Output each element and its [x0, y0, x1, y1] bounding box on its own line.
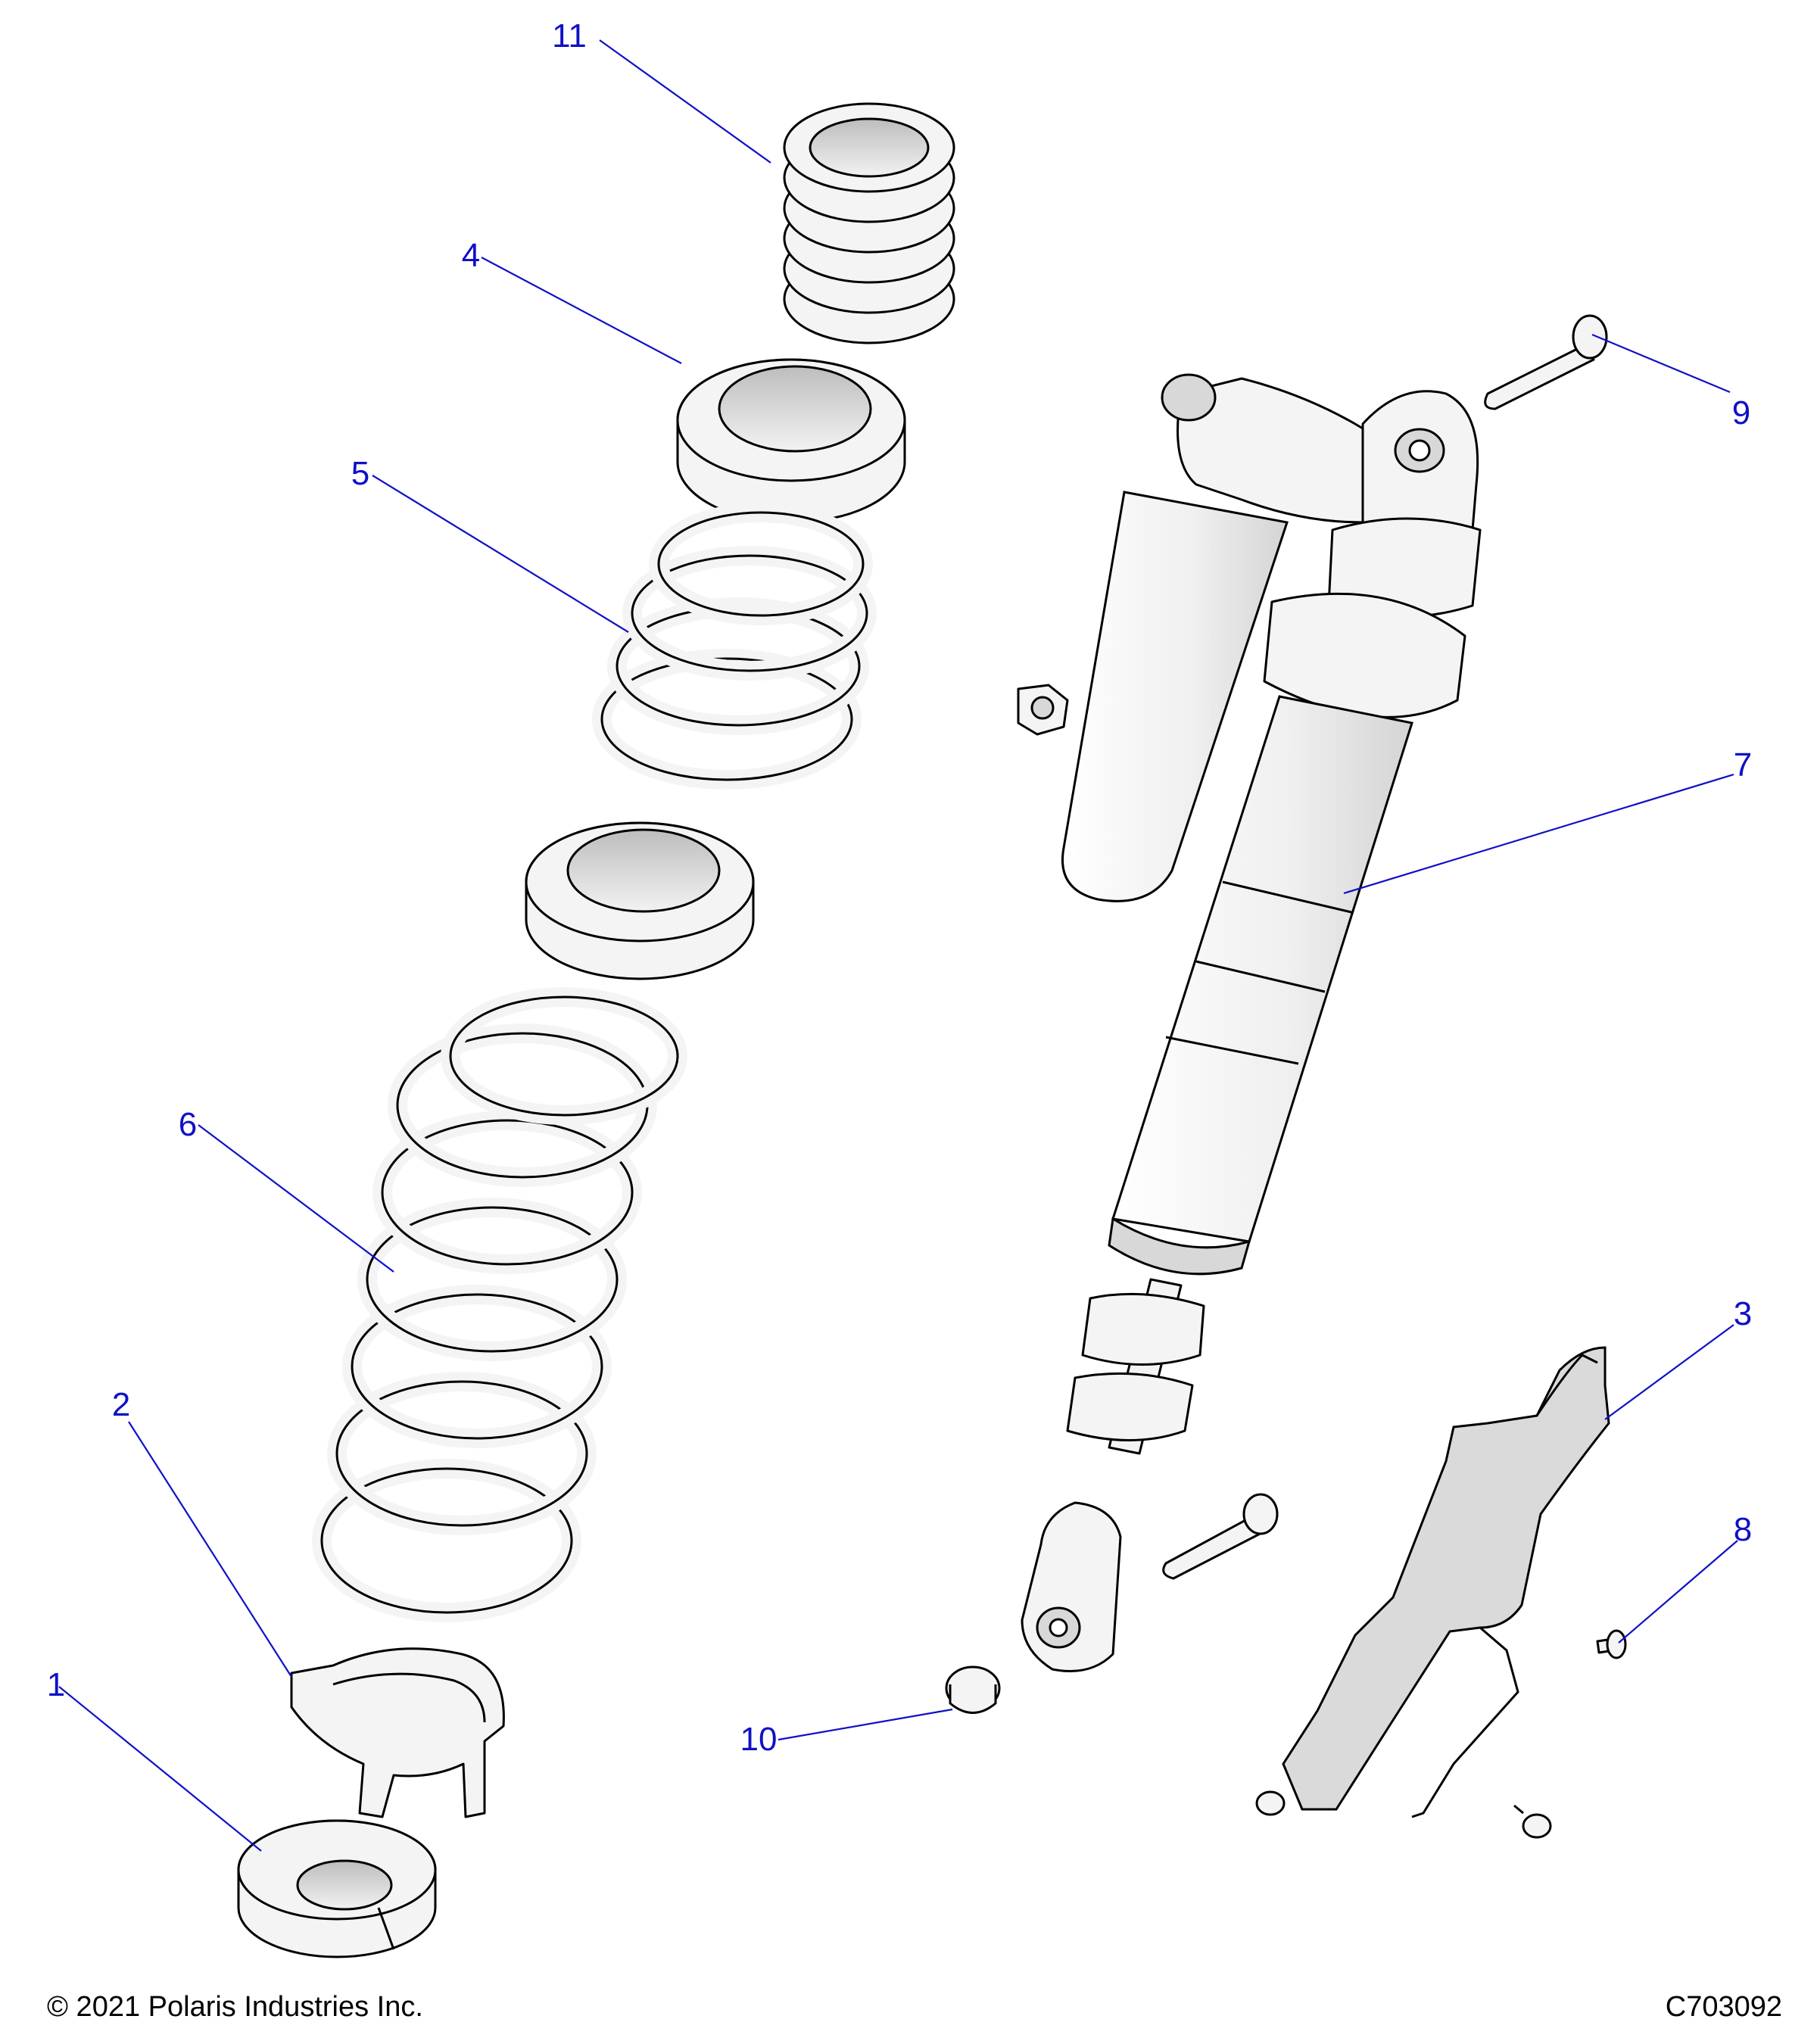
leader-8 [1618, 1540, 1738, 1644]
leader-5 [372, 475, 629, 633]
leader-2 [128, 1421, 292, 1678]
leader-6 [198, 1124, 394, 1273]
callout-1: 1 [47, 1666, 65, 1703]
callout-10: 10 [740, 1721, 778, 1758]
callout-labels: 11 4 5 6 2 1 7 9 3 8 10 [47, 17, 1752, 1758]
part-5-tender-spring [592, 503, 877, 790]
copyright-text: © 2021 Polaris Industries Inc. [47, 1991, 423, 2023]
part-11-bump-stop [783, 102, 955, 344]
callout-11: 11 [552, 17, 587, 55]
callout-2: 2 [112, 1386, 130, 1423]
part-10-flange-nut [945, 1665, 1001, 1714]
callout-4: 4 [462, 237, 480, 274]
part-4-spring-seat [676, 358, 906, 524]
part-1-slotted-collar [237, 1819, 437, 1958]
callout-6: 6 [179, 1106, 197, 1143]
part-7-shock-absorber [1021, 373, 1482, 1672]
leader-11 [599, 39, 771, 164]
lower-shock-bolt [1162, 1493, 1279, 1580]
leader-9 [1591, 333, 1731, 394]
callout-8: 8 [1734, 1511, 1752, 1548]
leader-10 [778, 1708, 953, 1741]
guard-screw-left [1255, 1790, 1286, 1816]
leader-3 [1604, 1324, 1734, 1420]
reservoir-nut [1017, 684, 1069, 736]
callout-7: 7 [1734, 746, 1752, 784]
part-2-retainer-clip [290, 1647, 505, 1818]
callout-5: 5 [351, 455, 369, 492]
callout-3: 3 [1734, 1295, 1752, 1332]
figure-id: C703092 [1665, 1991, 1782, 2023]
part-8-screw [1596, 1629, 1627, 1659]
guard-screw-right [1513, 1804, 1552, 1839]
part-3-shock-guard [1282, 1346, 1610, 1818]
leader-4 [481, 257, 682, 364]
crossover-spring-seat [525, 821, 755, 980]
leader-1 [58, 1686, 262, 1852]
callout-9: 9 [1732, 394, 1750, 432]
leader-7 [1343, 773, 1734, 895]
leader-lines [58, 39, 1738, 1852]
part-9-upper-bolt [1484, 314, 1608, 410]
part-6-main-spring [312, 987, 687, 1622]
